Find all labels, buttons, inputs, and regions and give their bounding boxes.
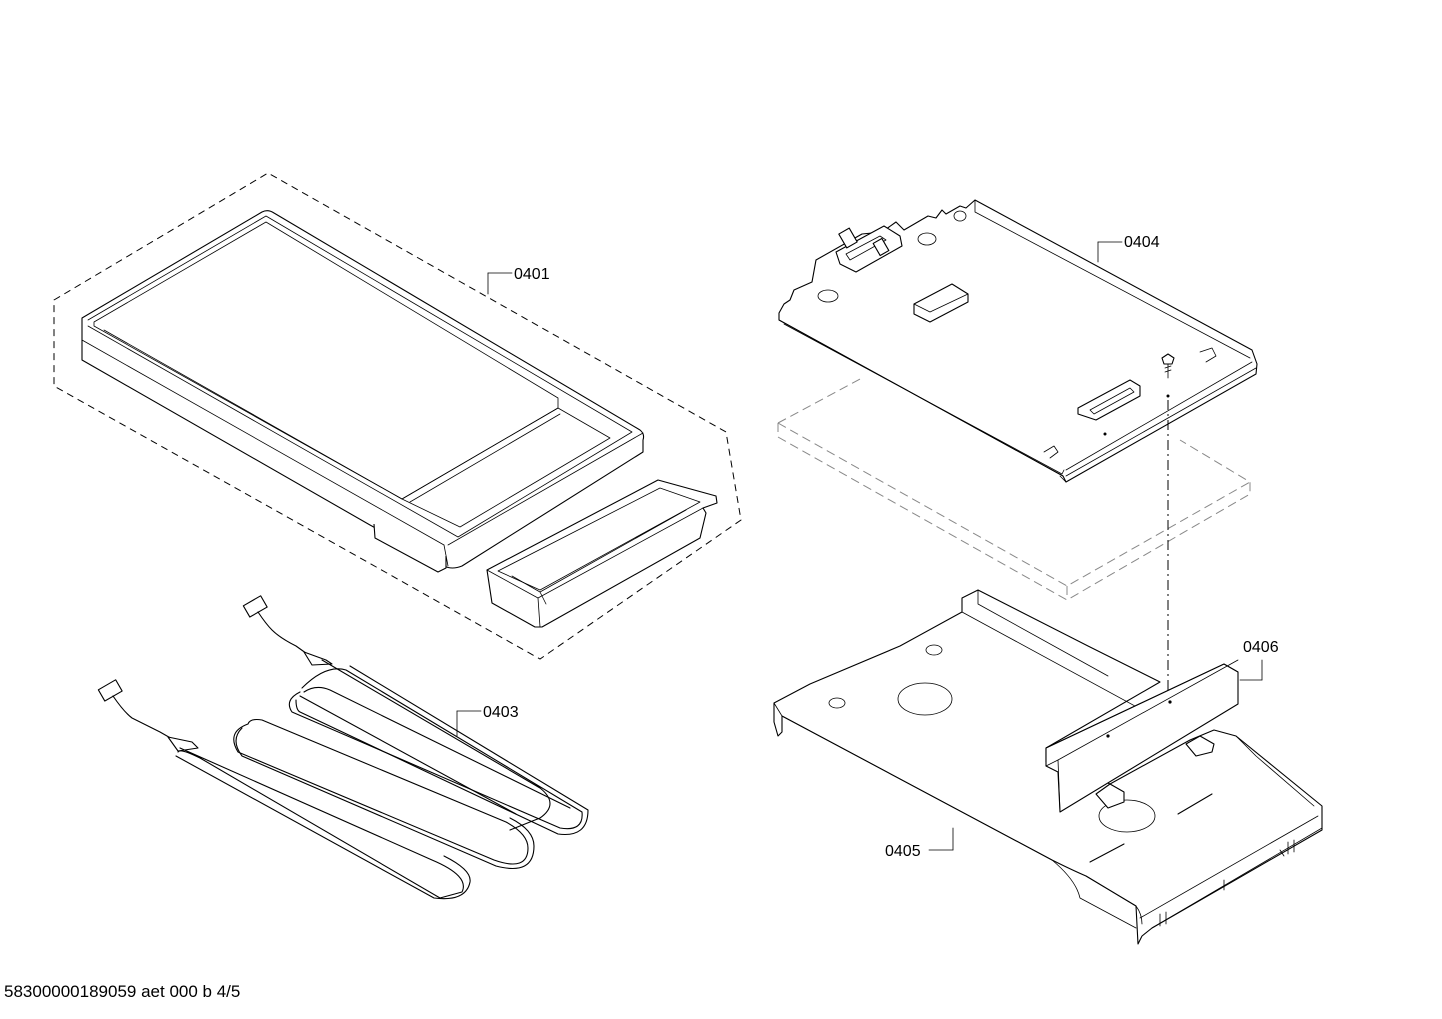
part-0404-support-tray	[778, 199, 1258, 483]
assembly-boundary-0401	[53, 172, 742, 660]
heating-element-lower-plug	[97, 679, 123, 702]
base-hole-large-2	[1098, 799, 1156, 833]
part-0401-griddle-assembly	[53, 172, 742, 660]
document-id-footer: 58300000189059 aet 000 b 4/5	[4, 982, 241, 1001]
part-0403-heating-elements	[97, 595, 589, 900]
support-tray-panel	[778, 199, 1258, 483]
callout-0406-label: 0406	[1243, 639, 1279, 656]
heating-element-upper-plug	[242, 595, 268, 618]
callout-0401-label: 0401	[514, 266, 550, 283]
callout-0404-label: 0404	[1124, 234, 1160, 251]
part-0406-angle-bracket	[1045, 659, 1239, 813]
griddle-plate	[81, 210, 645, 569]
grease-drawer	[486, 479, 718, 628]
callout-0405: 0405	[885, 827, 954, 860]
callout-0403: 0403	[456, 704, 519, 737]
callout-0406: 0406	[1239, 639, 1279, 681]
callout-0403-label: 0403	[483, 704, 519, 721]
callout-0404: 0404	[1097, 234, 1160, 263]
screw	[1161, 353, 1175, 365]
callout-0405-label: 0405	[885, 843, 921, 860]
heating-element-lower-tube	[177, 747, 464, 899]
callout-0401: 0401	[487, 266, 550, 295]
heating-element-upper-tube	[288, 659, 583, 831]
insulation-panel-outline	[777, 377, 1251, 601]
base-hole-large-1	[897, 682, 953, 716]
